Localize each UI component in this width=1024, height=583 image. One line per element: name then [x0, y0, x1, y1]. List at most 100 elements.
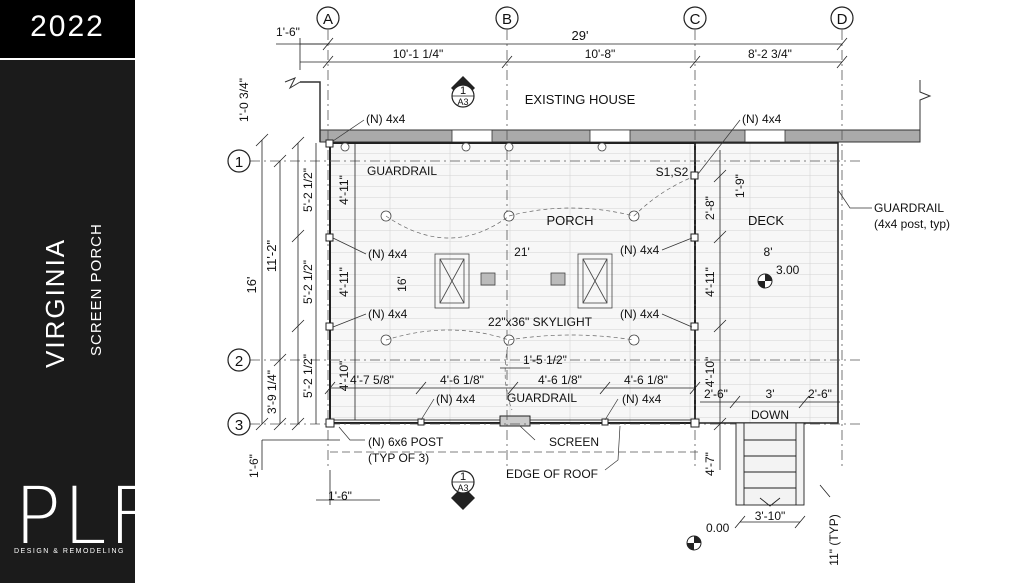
dim-deck-width: 8' — [764, 245, 773, 259]
grid-bubble-c — [683, 6, 707, 30]
existing-house-wall — [284, 77, 932, 143]
dim-porch-width: 21' — [514, 245, 530, 259]
grid-label-1: 1 — [235, 154, 243, 171]
dim-b2: 4'-6 1/8" — [440, 373, 484, 387]
section-top-sheet: A3 — [457, 97, 468, 107]
section-bottom-number: 1 — [460, 471, 466, 483]
switch-arcs — [385, 175, 696, 411]
label-edge-of-roof: EDGE OF ROOF — [506, 467, 598, 481]
dim-bl-horiz: 1'-6" — [328, 489, 352, 503]
grid-bubble-2 — [227, 348, 251, 372]
title-sidebar: 2022 VIRGINIA SCREEN PORCH PLF DESIGN & … — [0, 0, 153, 583]
label-guardrail-right: GUARDRAIL — [874, 201, 944, 215]
label-s1s2: S1,S2 — [656, 165, 689, 179]
company-logo: PLF — [14, 472, 156, 562]
elevation-ground-value: 0.00 — [706, 521, 730, 535]
dim-sp1: 4'-11" — [337, 175, 351, 205]
dim-bc: 10'-8" — [585, 47, 616, 61]
dim-d4: 4'-10" — [703, 357, 717, 388]
dim-door-width: 1'-5 1/2" — [523, 353, 567, 367]
grid-bubble-3 — [227, 412, 251, 436]
dim-left-total: 16' — [244, 277, 259, 294]
floor-plan: A B C D 1 2 3 29' 10'-1 1/4" 10'-8" 8'-2… — [227, 6, 950, 566]
grid-bubble-1 — [227, 149, 251, 173]
dim-sp2: 4'-11" — [337, 267, 351, 297]
label-post-6x6-note: (TYP OF 3) — [368, 451, 429, 465]
company-tagline: DESIGN & REMODELING — [14, 548, 125, 555]
dim-bay1: 5'-2 1/2" — [301, 168, 315, 212]
dim-cd: 8'-2 3/4" — [748, 47, 792, 61]
dim-sp3: 4'-10" — [337, 361, 351, 392]
label-guardrail-right-note: (4x4 post, typ) — [874, 217, 950, 231]
grid-label-c: C — [690, 11, 701, 28]
dim-stair-width: 3' — [766, 387, 775, 401]
elevation-deck-value: 3.00 — [776, 263, 800, 277]
label-post-3: (N) 4x4 — [368, 307, 408, 321]
label-deck: DECK — [748, 213, 784, 228]
grid-label-3: 3 — [235, 417, 243, 434]
dim-d3: 4'-11" — [703, 267, 717, 297]
leader-lines — [332, 119, 872, 471]
bottom-dimensions — [324, 367, 701, 395]
dim-left-bottom: 3'-9 1/4" — [265, 370, 279, 414]
label-post-7: (N) 4x4 — [622, 392, 662, 406]
dim-typ: 11" (TYP) — [827, 514, 841, 565]
top-dimensions — [276, 37, 848, 70]
dim-bay3: 5'-2 1/2" — [301, 354, 315, 398]
label-guardrail-bottom: GUARDRAIL — [507, 391, 577, 405]
label-post-5: (N) 4x4 — [620, 243, 660, 257]
stair-dimensions — [700, 395, 840, 529]
label-skylight: 22"x36" SKYLIGHT — [488, 315, 593, 329]
dim-d1: 1'-9" — [733, 174, 747, 198]
dim-top-offset: 1'-6" — [276, 25, 300, 39]
deck-dimensions — [713, 150, 727, 470]
stairs — [735, 422, 805, 507]
label-post-8: (N) 4x4 — [742, 112, 782, 126]
grid-bubble-b — [495, 6, 519, 30]
label-post-6x6: (N) 6x6 POST — [368, 435, 444, 449]
section-bottom-sheet: A3 — [457, 483, 468, 493]
dim-b4: 4'-6 1/8" — [624, 373, 668, 387]
section-marker-bottom: 1 A3 — [451, 470, 475, 510]
label-post-2: (N) 4x4 — [368, 247, 408, 261]
dim-stair-depth: 3'-10" — [755, 509, 786, 523]
label-porch: PORCH — [547, 213, 594, 228]
project-subtitle: SCREEN PORCH — [88, 223, 105, 356]
dim-porch-depth: 16' — [395, 276, 409, 292]
project-title: VIRGINIA — [40, 237, 70, 368]
dim-b3: 4'-6 1/8" — [538, 373, 582, 387]
dim-b1: 4'-7 5/8" — [350, 373, 394, 387]
dim-overall-width: 29' — [572, 28, 589, 43]
label-post-1: (N) 4x4 — [366, 112, 406, 126]
dim-stair-left: 2'-6" — [704, 387, 728, 401]
screen-door — [499, 415, 531, 427]
dim-wall-offset: 1'-0 3/4" — [237, 78, 251, 122]
dim-ab: 10'-1 1/4" — [393, 47, 444, 61]
grid-label-2: 2 — [235, 353, 243, 370]
grid-label-b: B — [502, 11, 512, 28]
grid-bubbles: A B C D 1 2 3 — [227, 6, 854, 436]
dim-bl-vert: 1'-6" — [247, 454, 261, 478]
label-screen: SCREEN — [549, 435, 599, 449]
grid-label-d: D — [837, 11, 848, 28]
year-label: 2022 — [30, 10, 105, 43]
dim-d5: 4'-7" — [703, 452, 717, 476]
label-existing-house: EXISTING HOUSE — [525, 92, 636, 107]
grid-bubble-d — [830, 6, 854, 30]
left-dimensions — [255, 133, 380, 505]
section-top-number: 1 — [460, 85, 466, 97]
elevation-marker-deck — [757, 273, 773, 289]
grid-label-a: A — [323, 11, 333, 28]
skylights — [434, 253, 613, 309]
elevation-marker-ground — [686, 535, 702, 551]
dim-left-mid: 11'-2" — [264, 240, 279, 273]
posts — [325, 139, 700, 428]
section-marker-top: 1 A3 — [451, 76, 475, 108]
label-post-6: (N) 4x4 — [620, 307, 660, 321]
label-post-4: (N) 4x4 — [436, 392, 476, 406]
dim-bay2: 5'-2 1/2" — [301, 260, 315, 304]
label-guardrail-top: GUARDRAIL — [367, 164, 437, 178]
dim-d2: 2'-8" — [703, 196, 717, 220]
dim-stair-right: 2'-6" — [808, 387, 832, 401]
year-box: 2022 — [0, 0, 135, 60]
